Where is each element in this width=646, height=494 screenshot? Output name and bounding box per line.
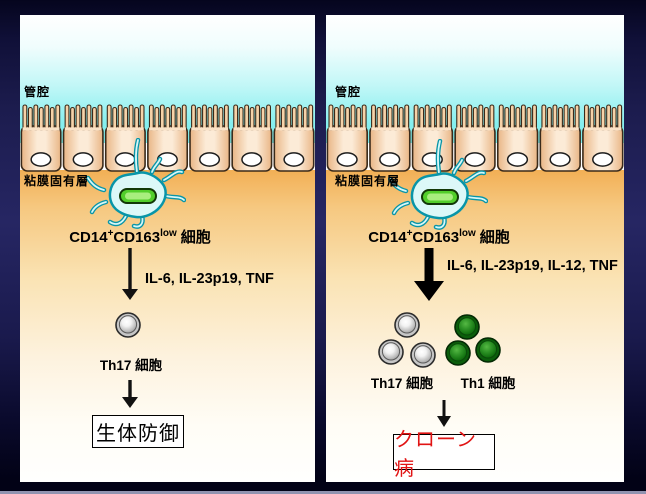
thick-down-arrow-icon: [414, 248, 444, 301]
lamina-propria-label: 粘膜固有層: [24, 174, 90, 188]
down-arrow-icon: [122, 248, 138, 300]
th1-label: Th1 細胞: [460, 376, 516, 391]
th17-cell-icon: [394, 312, 420, 338]
epithelium-icon: [326, 104, 624, 172]
dendritic-cell-icon: [86, 138, 186, 230]
th1-cell-icon: [454, 314, 480, 340]
outcome-text: 生体防御: [96, 423, 180, 445]
outcome-box-crohns: クローン病: [393, 429, 495, 480]
cd14-plus-sup: +: [107, 228, 114, 239]
cd163-low-sup: low: [459, 228, 476, 239]
epithelium-icon: [20, 104, 315, 172]
th17-cell-icon: [378, 339, 404, 365]
cd14-text: CD14: [368, 229, 407, 246]
th17-label: Th17 細胞: [99, 358, 163, 373]
down-arrow-icon: [122, 380, 138, 408]
lumen-label: 管腔: [335, 85, 362, 99]
dendritic-cell-icon: [388, 139, 488, 231]
th17-cell-icon: [410, 342, 436, 368]
cell-suffix-text: 細胞: [180, 229, 211, 246]
cd163-low-sup: low: [160, 228, 177, 239]
outcome-text: クローン病: [394, 429, 477, 480]
cell-suffix-text: 細胞: [479, 229, 510, 246]
th17-cell-icon: [115, 312, 141, 338]
th1-cell-icon: [475, 337, 501, 363]
cytokines-label: IL-6, IL-23p19, IL-12, TNF: [447, 258, 618, 274]
cd14-plus-sup: +: [406, 228, 413, 239]
lamina-propria-label: 粘膜固有層: [335, 174, 401, 188]
th17-label: Th17 細胞: [370, 376, 434, 391]
lumen-label: 管腔: [24, 85, 51, 99]
cd14-text: CD14: [69, 229, 108, 246]
cd163-text: CD163: [113, 229, 161, 246]
th1-cell-icon: [445, 340, 471, 366]
bottom-strip: [0, 491, 646, 494]
down-arrow-icon: [437, 400, 451, 427]
cd163-text: CD163: [412, 229, 460, 246]
cytokines-label: IL-6, IL-23p19, TNF: [145, 271, 274, 287]
outcome-box-host-defense: 生体防御: [92, 415, 184, 448]
